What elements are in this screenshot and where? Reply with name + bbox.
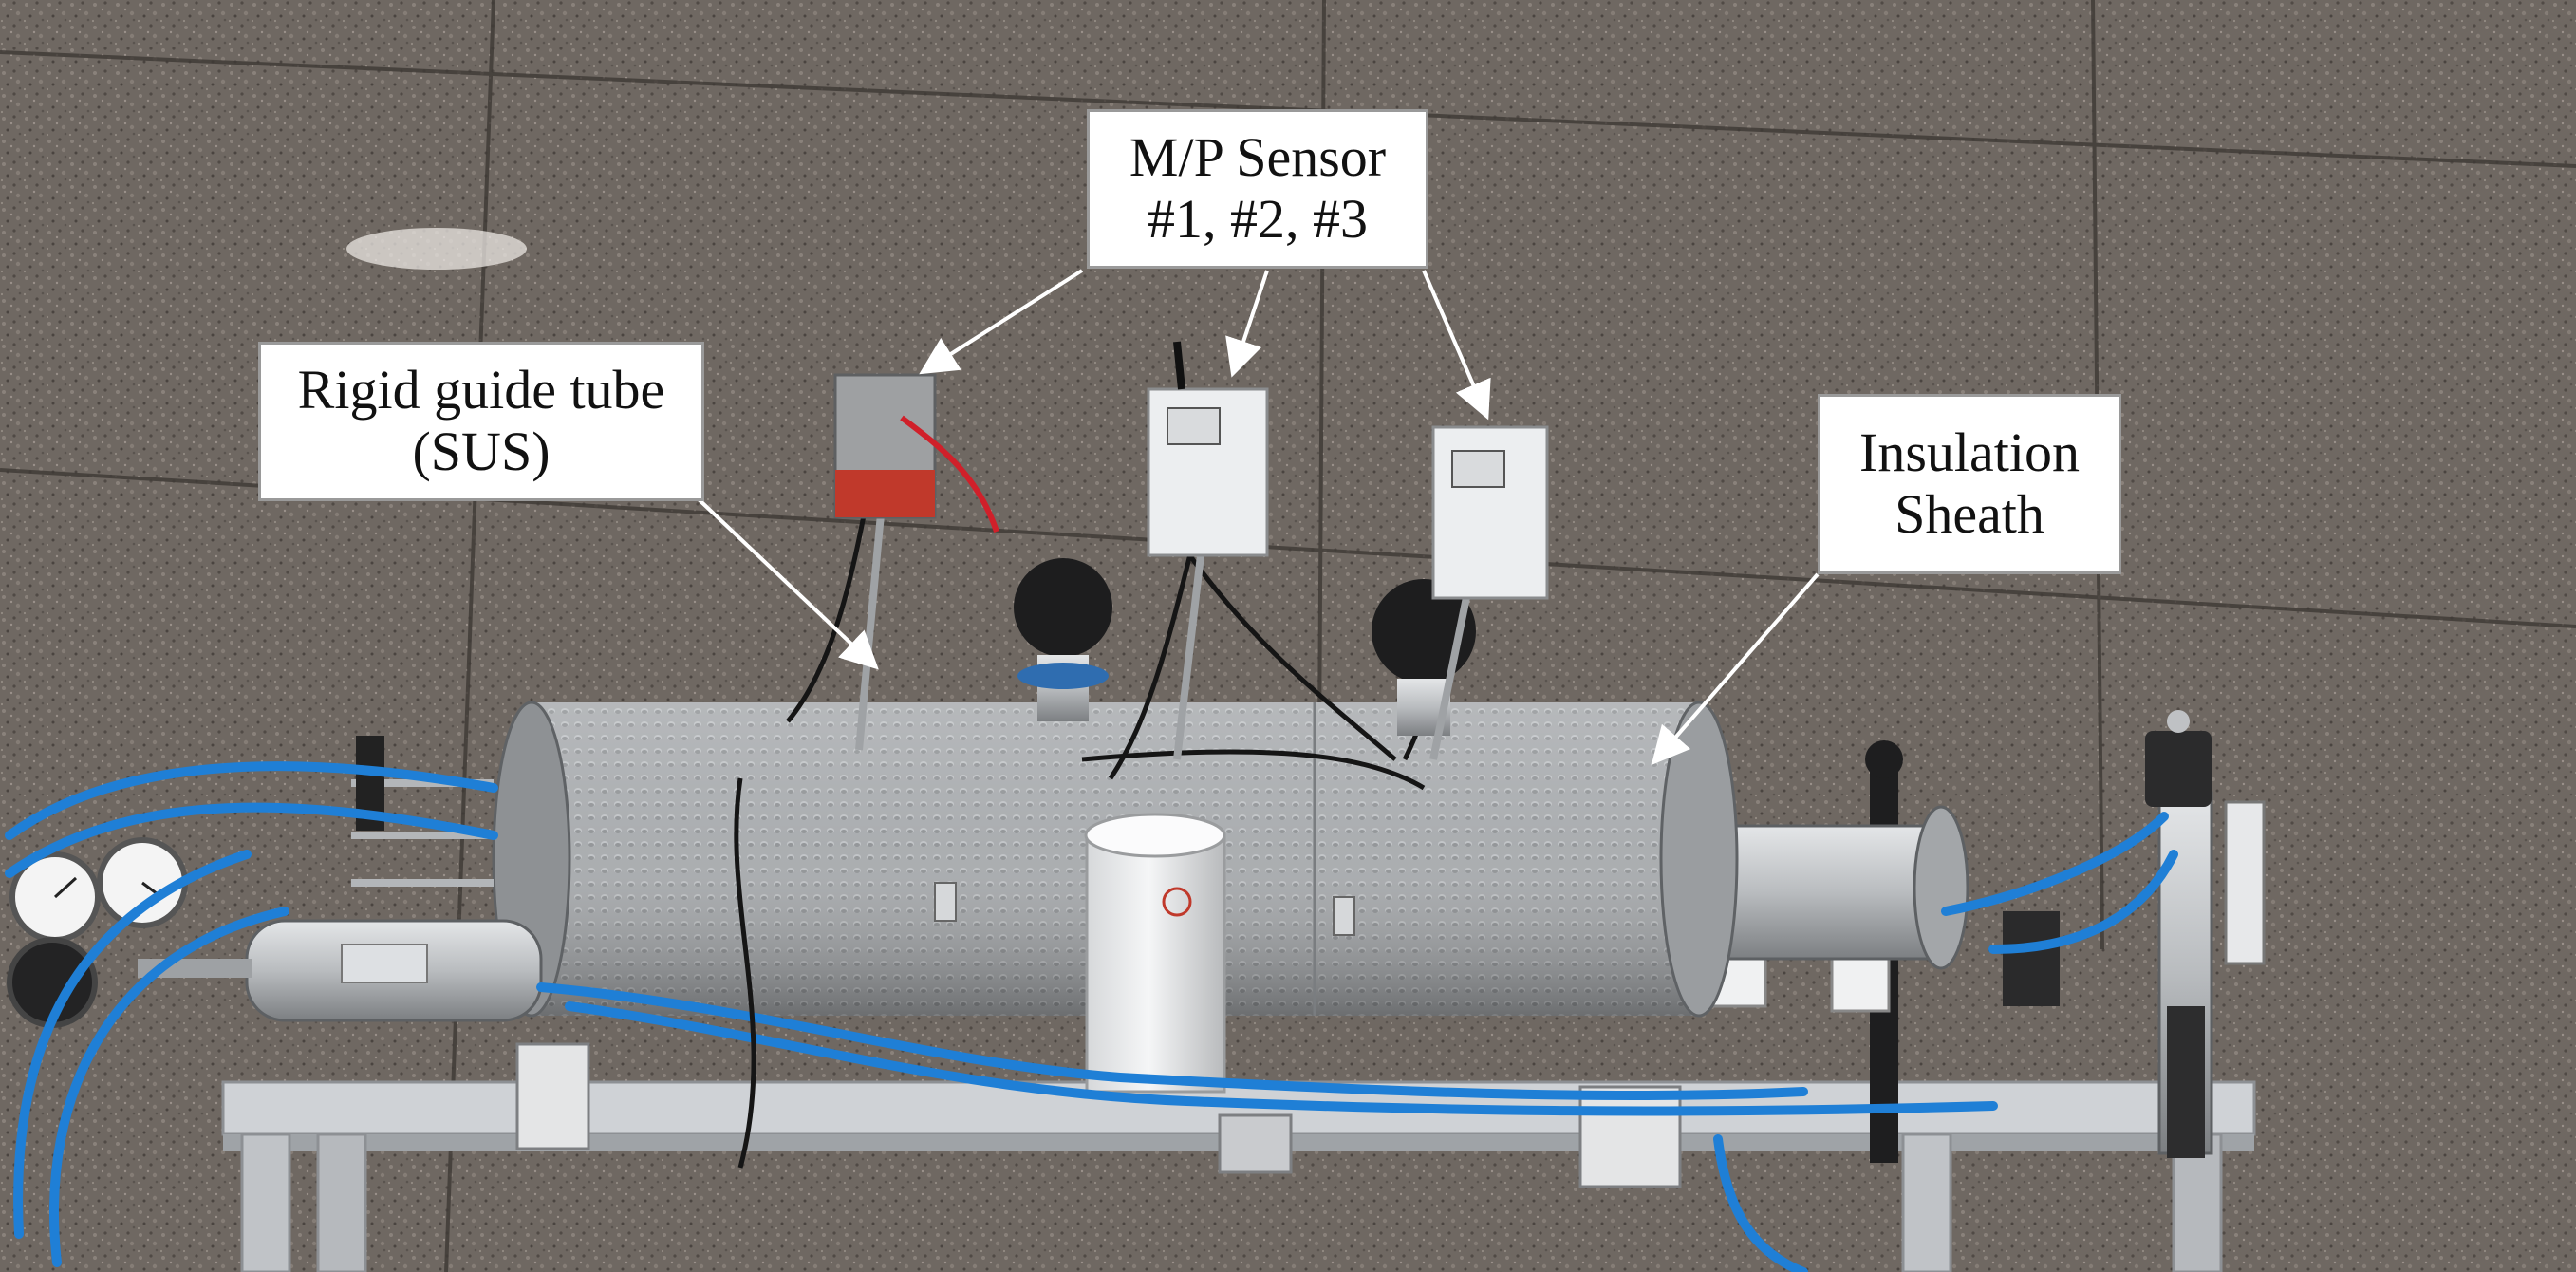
callout-rigid-guide-tube-line1: Rigid guide tube: [297, 359, 665, 421]
flanged-ports: [1014, 558, 1476, 736]
stainless-end-cylinder: [1716, 805, 1969, 970]
mp-sensor-1: [833, 373, 999, 533]
flow-meter-stand: [2145, 710, 2266, 1158]
callout-insulation-sheath-line2: Sheath: [1895, 483, 2044, 545]
blue-hoses: [5, 761, 2178, 1272]
sensor-guide-rods: [855, 493, 1475, 760]
pressure-gauges: [7, 837, 188, 1028]
annotation-arrows: [696, 269, 1820, 766]
callout-mp-sensor-line2: #1, #2, #3: [1148, 188, 1368, 250]
white-vertical-cylinder: [1084, 813, 1226, 1094]
callout-insulation-sheath: Insulation Sheath: [1818, 394, 2121, 574]
pressure-vessel: [138, 919, 543, 1022]
wall-light-reflection: [346, 228, 527, 270]
mp-sensor-2: [1147, 341, 1269, 557]
clamp-knob: [1865, 740, 1903, 778]
callout-rigid-guide-tube: Rigid guide tube (SUS): [258, 342, 704, 501]
callout-mp-sensor: M/P Sensor #1, #2, #3: [1087, 109, 1428, 269]
callout-rigid-guide-tube-line2: (SUS): [412, 421, 551, 482]
mp-sensor-3: [1431, 425, 1549, 600]
callout-insulation-sheath-line1: Insulation: [1859, 421, 2080, 484]
callout-mp-sensor-line1: M/P Sensor: [1129, 126, 1387, 189]
